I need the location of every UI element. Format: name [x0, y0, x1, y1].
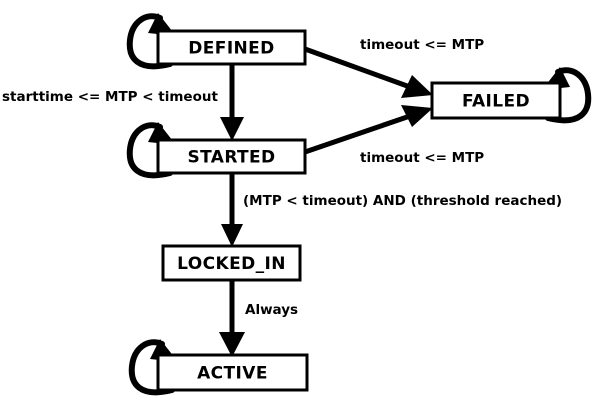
state-node-defined[interactable]: DEFINED: [156, 29, 307, 66]
edge-label-threshold-condition: (MTP < timeout) AND (threshold reached): [243, 193, 562, 209]
started-to-failed-arrowhead: [401, 105, 433, 127]
state-node-started[interactable]: STARTED: [156, 138, 307, 175]
edge-label-timeout-started: timeout <= MTP: [360, 150, 484, 166]
failed-self-loop-path: [545, 67, 592, 124]
started-self-loop-path: [126, 122, 173, 179]
transition-defined-to-failed: [304, 46, 433, 98]
started-box[interactable]: [156, 138, 307, 175]
transition-started-to-failed: [304, 105, 433, 155]
edge-label-always: Always: [245, 302, 298, 318]
defined-to-failed-arrowhead: [401, 75, 433, 98]
defined-self-loop-path: [126, 13, 173, 70]
locked-in-label: LOCKED_IN: [177, 254, 286, 274]
started-label: STARTED: [187, 148, 275, 168]
transition-defined-to-started: [220, 64, 244, 141]
active-label: ACTIVE: [197, 364, 268, 384]
transition-lockedin-to-active: [219, 280, 245, 357]
defined-box[interactable]: [156, 29, 307, 66]
started-to-lockedin-arrowhead: [221, 224, 243, 247]
state-node-locked-in[interactable]: LOCKED_IN: [161, 244, 302, 282]
active-box[interactable]: [156, 353, 309, 392]
defined-label: DEFINED: [188, 39, 274, 59]
edge-label-timeout-defined: timeout <= MTP: [360, 37, 484, 53]
active-self-loop-path: [128, 339, 175, 396]
defined-to-failed-line: [304, 46, 411, 90]
started-to-failed-line: [304, 113, 411, 155]
failed-label: FAILED: [462, 92, 530, 112]
state-node-failed[interactable]: FAILED: [430, 81, 562, 120]
lockedin-to-active-arrowhead: [219, 332, 245, 357]
edge-label-starttime-condition: starttime <= MTP < timeout: [2, 89, 218, 105]
state-node-active[interactable]: ACTIVE: [156, 353, 309, 392]
locked-in-box[interactable]: [161, 244, 302, 282]
transition-started-to-lockedin: [221, 173, 243, 247]
defined-to-started-arrowhead: [220, 117, 244, 141]
failed-box[interactable]: [430, 81, 562, 120]
